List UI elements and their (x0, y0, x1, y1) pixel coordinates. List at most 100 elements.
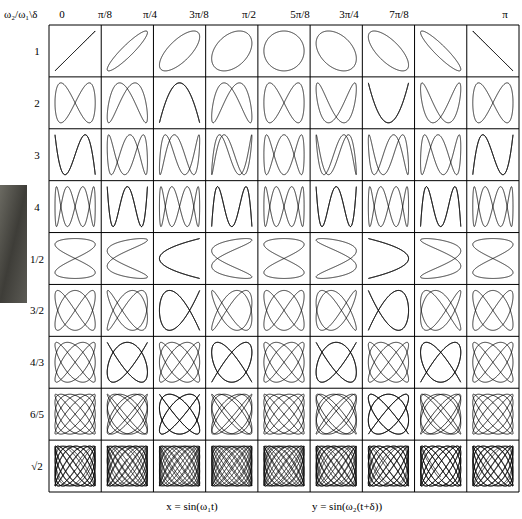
lissajous-curve (264, 239, 304, 279)
lissajous-curve (473, 83, 513, 123)
lissajous-curve (316, 239, 356, 279)
grid-line (49, 388, 519, 389)
lissajous-curve (316, 135, 356, 175)
photo-fragment (0, 185, 27, 303)
lissajous-curve (107, 342, 147, 382)
lissajous-curve (212, 31, 252, 71)
grid-line (49, 284, 519, 285)
ratio-label: 1 (34, 45, 40, 56)
lissajous-curve (421, 31, 461, 71)
grid-line (519, 25, 520, 492)
lissajous-curve (107, 446, 147, 486)
phase-header: π/8 (98, 9, 112, 20)
lissajous-curve (264, 394, 304, 434)
lissajous-curve (473, 342, 513, 382)
lissajous-curve (368, 239, 408, 279)
lissajous-curve (421, 290, 461, 330)
grid-line (49, 25, 50, 492)
lissajous-curve (159, 31, 199, 71)
lissajous-curve (212, 446, 252, 486)
lissajous-curve (473, 31, 513, 71)
lissajous-curve (368, 394, 408, 434)
lissajous-curve (368, 342, 408, 382)
lissajous-curve (159, 394, 199, 434)
lissajous-curve (107, 239, 147, 279)
grid-line (49, 25, 519, 26)
grid-line (101, 25, 102, 492)
lissajous-curve (421, 239, 461, 279)
grid-line (49, 492, 519, 493)
lissajous-curve (473, 446, 513, 486)
lissajous-curve (368, 290, 408, 330)
lissajous-curve (368, 135, 408, 175)
ratio-label: 3 (34, 149, 40, 160)
lissajous-curve (421, 342, 461, 382)
lissajous-curve (107, 31, 147, 71)
grid-line (466, 25, 467, 492)
ratio-label: 6/5 (30, 409, 44, 420)
ratio-label: 2 (34, 97, 40, 108)
lissajous-curve (55, 446, 95, 486)
phase-header: π (502, 9, 508, 20)
lissajous-curve (316, 31, 356, 71)
lissajous-curve (212, 83, 252, 123)
grid-line (49, 440, 519, 441)
lissajous-curve (368, 83, 408, 123)
lissajous-curves (55, 31, 513, 486)
lissajous-curve (264, 31, 304, 71)
grid-line (49, 128, 519, 129)
lissajous-curve (107, 394, 147, 434)
lissajous-curve (264, 342, 304, 382)
lissajous-curve (264, 83, 304, 123)
column-header: ω₂/ω₁\δ (4, 9, 37, 20)
phase-header: 3π/8 (189, 9, 209, 20)
lissajous-curve (316, 83, 356, 123)
ratio-label: 1/2 (30, 253, 44, 264)
grid-line (153, 25, 154, 492)
phase-header: 0 (59, 9, 65, 20)
lissajous-curve (159, 239, 199, 279)
lissajous-curve (107, 290, 147, 330)
lissajous-curve (159, 290, 199, 330)
lissajous-curve (55, 31, 95, 71)
grid-line (49, 76, 519, 77)
lissajous-curve (368, 31, 408, 71)
lissajous-curve (316, 446, 356, 486)
lissajous-curve (107, 83, 147, 123)
lissajous-curve (107, 187, 147, 227)
lissajous-curve (159, 83, 199, 123)
lissajous-curve (212, 290, 252, 330)
phase-header: π/4 (143, 9, 157, 20)
formula: x = sin(ω₁t) (166, 501, 218, 512)
lissajous-curve (368, 187, 408, 227)
lissajous-curve (212, 394, 252, 434)
grid-line (49, 336, 519, 337)
lissajous-curve (212, 342, 252, 382)
lissajous-curve (421, 135, 461, 175)
lissajous-curve (159, 342, 199, 382)
grid-line (310, 25, 311, 492)
lissajous-curve (55, 239, 95, 279)
ratio-label: 4/3 (30, 357, 44, 368)
lissajous-curve (316, 290, 356, 330)
lissajous-curve (421, 446, 461, 486)
phase-header: 7π/8 (389, 9, 409, 20)
lissajous-curve (421, 83, 461, 123)
lissajous-curve (55, 83, 95, 123)
lissajous-curve (159, 446, 199, 486)
lissajous-curve (264, 290, 304, 330)
lissajous-curve (55, 290, 95, 330)
lissajous-curve (55, 135, 95, 175)
lissajous-curve (55, 394, 95, 434)
lissajous-curve (421, 394, 461, 434)
lissajous-curve (55, 342, 95, 382)
lissajous-curve (55, 187, 95, 227)
lissajous-curve (473, 187, 513, 227)
lissajous-curve (107, 135, 147, 175)
ratio-label: √2 (31, 461, 43, 472)
lissajous-curve (212, 135, 252, 175)
lissajous-curve (368, 446, 408, 486)
lissajous-curve (212, 187, 252, 227)
